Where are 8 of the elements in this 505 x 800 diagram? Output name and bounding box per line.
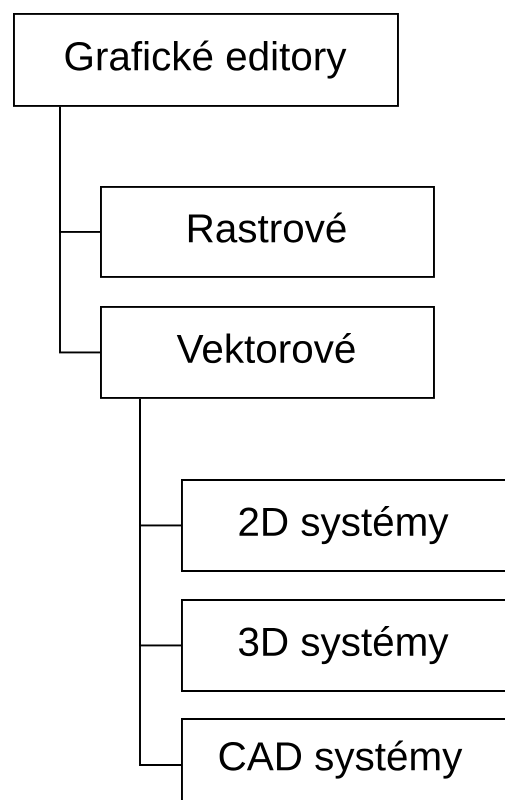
category-box: Vektorové	[100, 306, 435, 399]
category-box: Grafické editory	[13, 13, 399, 107]
category-box: Rastrové	[100, 186, 435, 278]
category-box: 2D systémy	[181, 479, 505, 572]
category-box: 3D systémy	[181, 599, 505, 692]
connector-line	[139, 398, 181, 766]
category-box: CAD systémy	[181, 718, 505, 800]
connector-line	[59, 106, 100, 354]
